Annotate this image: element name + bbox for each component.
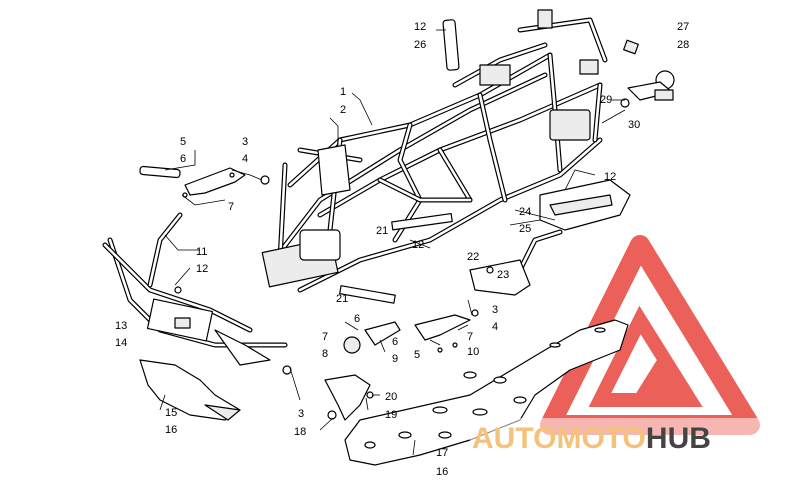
callout-16b: 16 bbox=[436, 466, 448, 478]
callout-30: 30 bbox=[628, 119, 640, 131]
callout-25: 25 bbox=[519, 223, 531, 235]
callout-7b: 7 bbox=[322, 331, 328, 343]
callout-1: 1 bbox=[340, 86, 346, 98]
callout-12: 12 bbox=[196, 263, 208, 275]
callout-3c: 3 bbox=[492, 304, 498, 316]
hitch-parts bbox=[442, 19, 675, 108]
callout-27: 27 bbox=[677, 21, 689, 33]
callout-7c: 7 bbox=[467, 331, 473, 343]
callout-3b: 3 bbox=[298, 408, 304, 420]
callout-22: 22 bbox=[467, 251, 479, 263]
watermark-text: AUTOMOTOHUB bbox=[470, 418, 792, 456]
callout-11: 11 bbox=[196, 246, 207, 258]
center-brackets bbox=[324, 314, 471, 421]
callout-13: 13 bbox=[115, 320, 127, 332]
lower-front-guard bbox=[139, 359, 241, 421]
callout-15: 15 bbox=[165, 407, 177, 419]
front-bumper bbox=[102, 237, 288, 366]
callout-2: 2 bbox=[340, 104, 346, 116]
callout-21: 21 bbox=[376, 225, 388, 237]
callout-12b: 12 bbox=[412, 239, 424, 251]
callout-6b: 6 bbox=[354, 313, 360, 325]
callout-7: 7 bbox=[228, 201, 234, 213]
callout-10: 10 bbox=[467, 346, 479, 358]
callout-6c: 6 bbox=[392, 336, 398, 348]
callout-labels: 1 2 3 4 5 6 7 11 12 13 14 15 16 3 18 19 … bbox=[115, 21, 689, 478]
rear-parts bbox=[469, 179, 631, 317]
callout-4b: 4 bbox=[492, 321, 498, 333]
callout-9: 9 bbox=[392, 353, 398, 365]
callout-8: 8 bbox=[322, 348, 328, 360]
callout-5b: 5 bbox=[414, 349, 420, 361]
callout-18: 18 bbox=[294, 426, 306, 438]
callout-21b: 21 bbox=[336, 293, 348, 305]
callout-23: 23 bbox=[497, 269, 509, 281]
front-small-parts bbox=[139, 165, 292, 375]
callout-3: 3 bbox=[242, 136, 248, 148]
skid-plate bbox=[344, 319, 629, 466]
callout-20: 20 bbox=[385, 391, 397, 403]
callout-14: 14 bbox=[115, 337, 127, 349]
callout-24: 24 bbox=[519, 206, 531, 218]
callout-12c: 12 bbox=[604, 171, 616, 183]
callout-16: 16 bbox=[165, 424, 177, 436]
leader-lines bbox=[159, 29, 626, 456]
main-frame bbox=[261, 9, 608, 304]
callout-26: 26 bbox=[414, 39, 426, 51]
callout-12d: 12 bbox=[414, 21, 426, 33]
callout-4: 4 bbox=[242, 153, 248, 165]
svg-text:AUTOMOTOHUB: AUTOMOTOHUB bbox=[472, 422, 711, 455]
callout-29: 29 bbox=[600, 94, 612, 106]
callout-5: 5 bbox=[180, 136, 186, 148]
brand-auto: AUTO bbox=[472, 422, 556, 455]
callout-17: 17 bbox=[436, 447, 448, 459]
callout-6: 6 bbox=[180, 153, 186, 165]
callout-28: 28 bbox=[677, 39, 689, 51]
brand-moto: MOTO bbox=[556, 422, 645, 455]
brand-hub: HUB bbox=[646, 422, 711, 455]
callout-19: 19 bbox=[385, 409, 397, 421]
